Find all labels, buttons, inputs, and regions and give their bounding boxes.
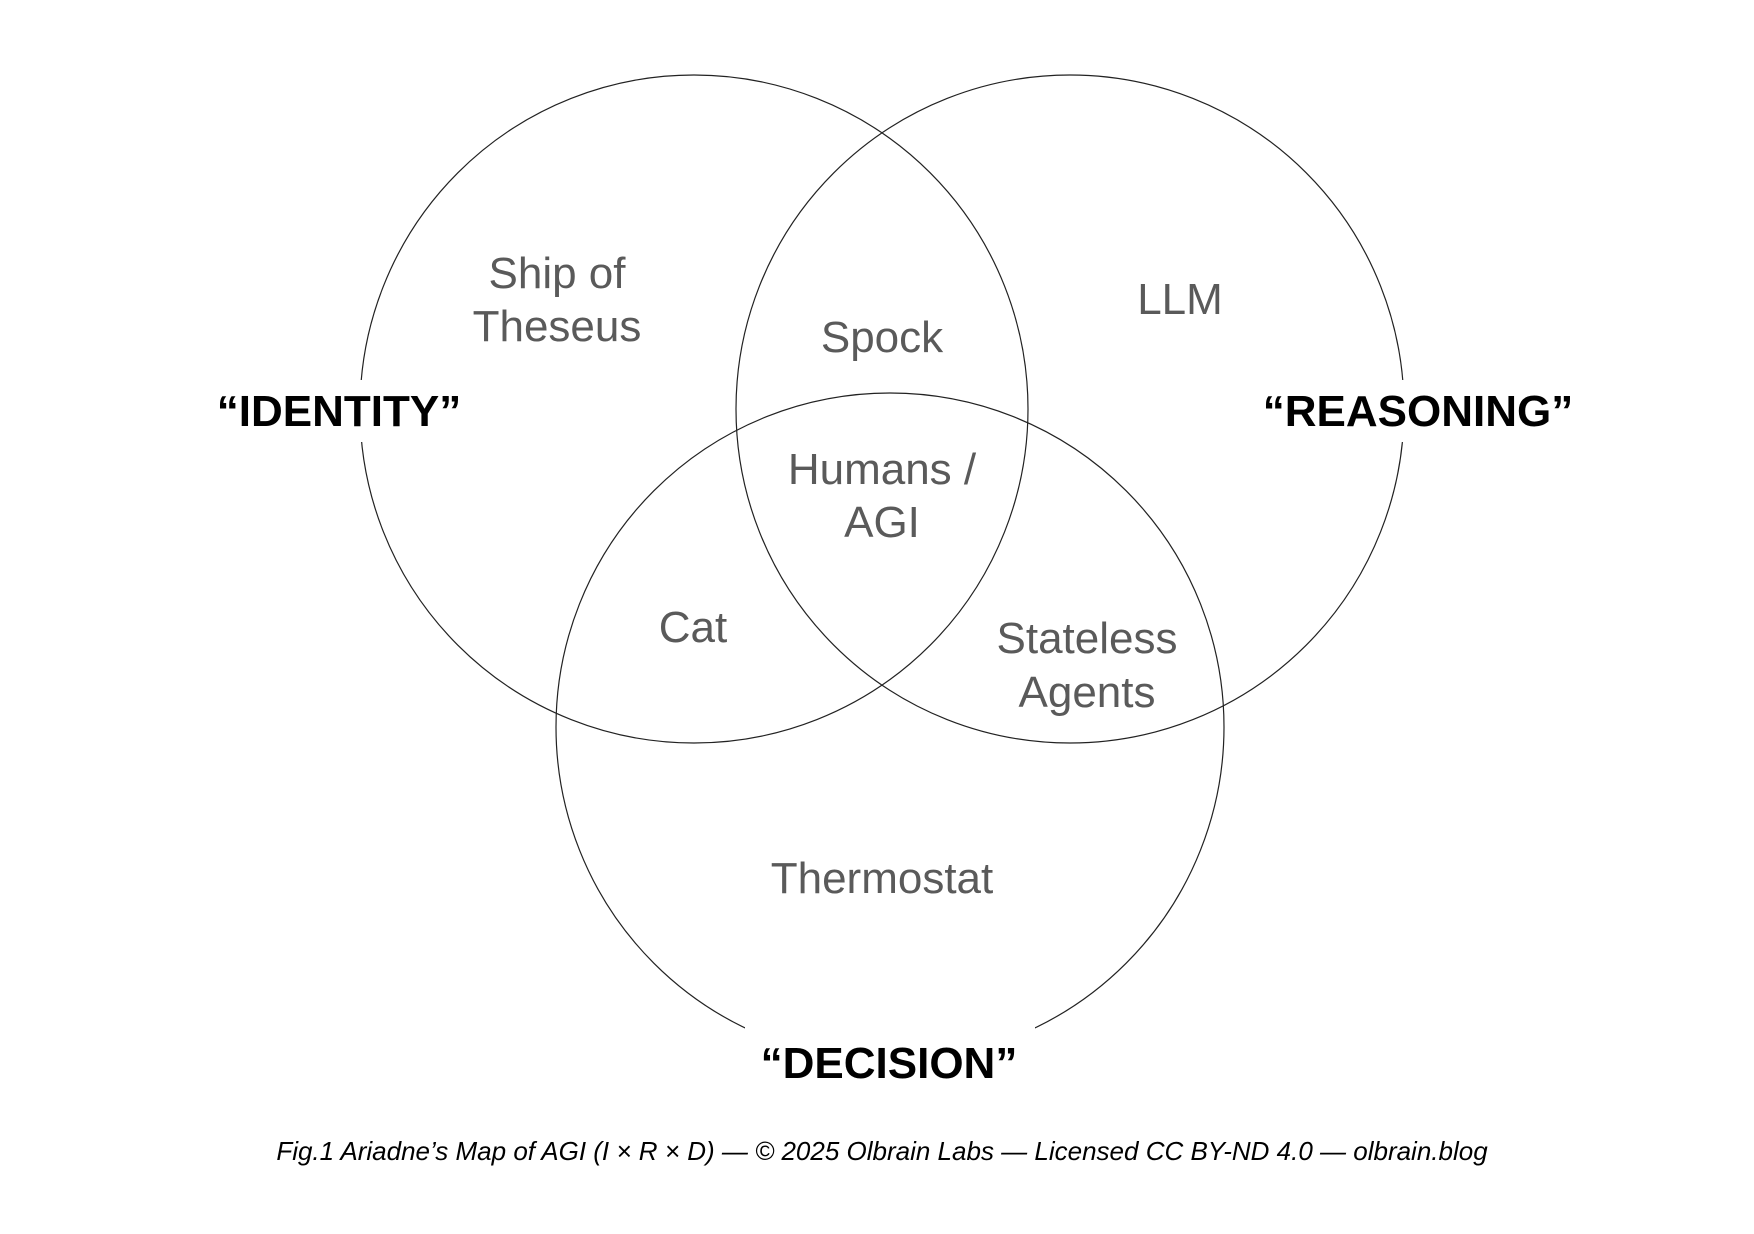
decision-label-bg <box>745 1020 1035 1100</box>
set-label-decision: “DECISION” <box>761 1039 1018 1088</box>
identity-label-bg <box>215 380 465 442</box>
figure-caption: Fig.1 Ariadne’s Map of AGI (I × R × D) —… <box>276 1136 1488 1166</box>
region-identity-only-line2: Theseus <box>473 302 642 351</box>
region-all-three-line2: AGI <box>844 498 920 547</box>
region-reasoning-decision-line1: Stateless <box>997 614 1178 663</box>
region-reasoning-only: LLM <box>1137 275 1223 324</box>
region-identity-only-line1: Ship of <box>489 249 627 298</box>
region-identity-reasoning: Spock <box>821 313 944 362</box>
reasoning-label-bg <box>1265 380 1575 442</box>
set-label-reasoning: “REASONING” <box>1263 387 1573 436</box>
region-identity-decision: Cat <box>659 603 727 652</box>
set-label-identity: “IDENTITY” <box>217 387 461 436</box>
region-reasoning-decision-line2: Agents <box>1019 668 1156 717</box>
region-all-three-line1: Humans / <box>788 445 977 494</box>
region-decision-only: Thermostat <box>771 854 994 903</box>
